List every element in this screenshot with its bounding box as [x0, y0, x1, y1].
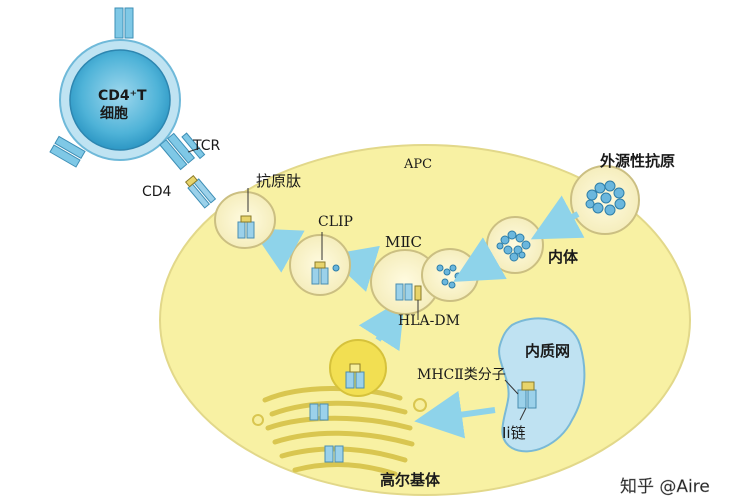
clip-label: CLIP [318, 214, 353, 230]
mhc-ii-label: MHCⅡ类分子 [417, 367, 506, 383]
golgi-label: 高尔基体 [380, 471, 441, 489]
watermark-text: 知乎 @Aire [620, 477, 710, 497]
er-mhc-ii-icon [504, 379, 537, 421]
arrow-er-to-golgi [414, 390, 496, 439]
miic-mhc-ii-icon [395, 283, 422, 301]
cd4-coreceptor-icon [184, 174, 217, 209]
er-label: 内质网 [525, 342, 570, 360]
endosome [486, 216, 544, 274]
arrow-clip-to-peptide [251, 228, 305, 273]
apc-label: APC [403, 157, 432, 172]
peptide-mhc-ii-icon [237, 215, 255, 239]
tcr-receptor-left-icon [49, 135, 86, 168]
exogenous-antigen-icon [585, 180, 626, 216]
tcr-label: TCR [192, 138, 221, 154]
cd4-t-cell [69, 49, 171, 151]
ii-chain-label: Ⅰi链 [502, 424, 526, 442]
golgi-vesicle [252, 414, 264, 426]
arrow-miic-to-clip [327, 245, 380, 292]
arrow-exogenous-to-endosome [530, 195, 585, 240]
mhc-ii-molecule-icon [345, 363, 365, 389]
miic-label: MⅡC [385, 233, 422, 251]
exogenous-antigen-label: 外源性抗原 [599, 152, 675, 170]
arrow-vesicle-to-miic [358, 297, 405, 352]
clip-mhc-ii-icon [311, 261, 340, 285]
cd4-label: CD4 [142, 184, 172, 200]
tcr-receptor-engaged-icon [159, 132, 206, 171]
arrow-endosome-to-miic [453, 237, 507, 282]
golgi-mhc-ii-icon [309, 403, 344, 463]
t-cell-label: CD4⁺T [98, 88, 147, 104]
t-cell-sub-label: 细胞 [100, 105, 128, 122]
endosome-label: 内体 [548, 248, 579, 266]
golgi-vesicle [413, 398, 427, 412]
antigen-peptide-label: 抗原肽 [256, 172, 301, 190]
tcr-receptor-top-icon [114, 7, 134, 39]
miic-endosome-fusion [421, 248, 479, 302]
hla-dm-label: HLA-DM [398, 313, 460, 329]
